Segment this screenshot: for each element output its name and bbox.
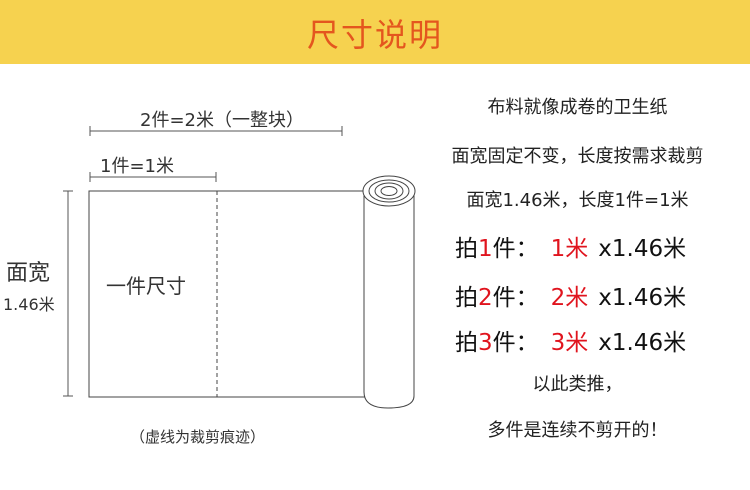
pricing-width: x1.46米 (598, 285, 687, 311)
pricing-row: 拍1件： 1米 x1.46米 (455, 229, 686, 263)
page-title: 尺寸说明 (306, 16, 443, 54)
pricing-unit: 件： (492, 285, 539, 311)
one-piece-dimension-line (89, 172, 217, 182)
pricing-length: 3米 (550, 330, 589, 356)
width-dimension-line (63, 190, 73, 397)
pricing-width: x1.46米 (598, 330, 687, 356)
description-line-2: 面宽固定不变，长度按需求裁剪 (451, 146, 704, 167)
pricing-count: 1 (478, 236, 493, 262)
pricing-row: 拍3件： 3米 x1.46米 (455, 323, 686, 357)
pricing-prefix: 拍 (455, 285, 478, 311)
two-piece-label: 2件=2米（一整块） (140, 110, 304, 131)
pricing-length: 1米 (550, 236, 589, 262)
pricing-count: 2 (478, 285, 493, 311)
two-piece-dimension-line (89, 126, 343, 136)
description-continuous: 多件是连续不剪开的！ (487, 420, 668, 441)
description-line-3: 面宽1.46米，长度1件=1米 (466, 190, 689, 211)
one-piece-label: 1件=1米 (100, 156, 174, 177)
pricing-unit: 件： (492, 330, 539, 356)
description-line-1: 布料就像成卷的卫生纸 (487, 97, 668, 118)
description-etc: 以此类推， (532, 374, 623, 395)
pricing-width: x1.46米 (598, 236, 687, 262)
cut-line-caption: （虚线为裁剪痕迹） (130, 428, 266, 446)
pricing-length: 2米 (550, 285, 589, 311)
header-banner (0, 0, 750, 64)
pricing-prefix: 拍 (455, 330, 478, 356)
pricing-count: 3 (478, 330, 493, 356)
pricing-prefix: 拍 (455, 236, 478, 262)
piece-size-label: 一件尺寸 (106, 274, 186, 298)
width-label: 面宽 (6, 261, 51, 286)
fabric-roll (362, 175, 416, 409)
pricing-unit: 件： (492, 236, 539, 262)
pricing-row: 拍2件： 2米 x1.46米 (455, 278, 686, 312)
width-value: 1.46米 (3, 295, 55, 314)
